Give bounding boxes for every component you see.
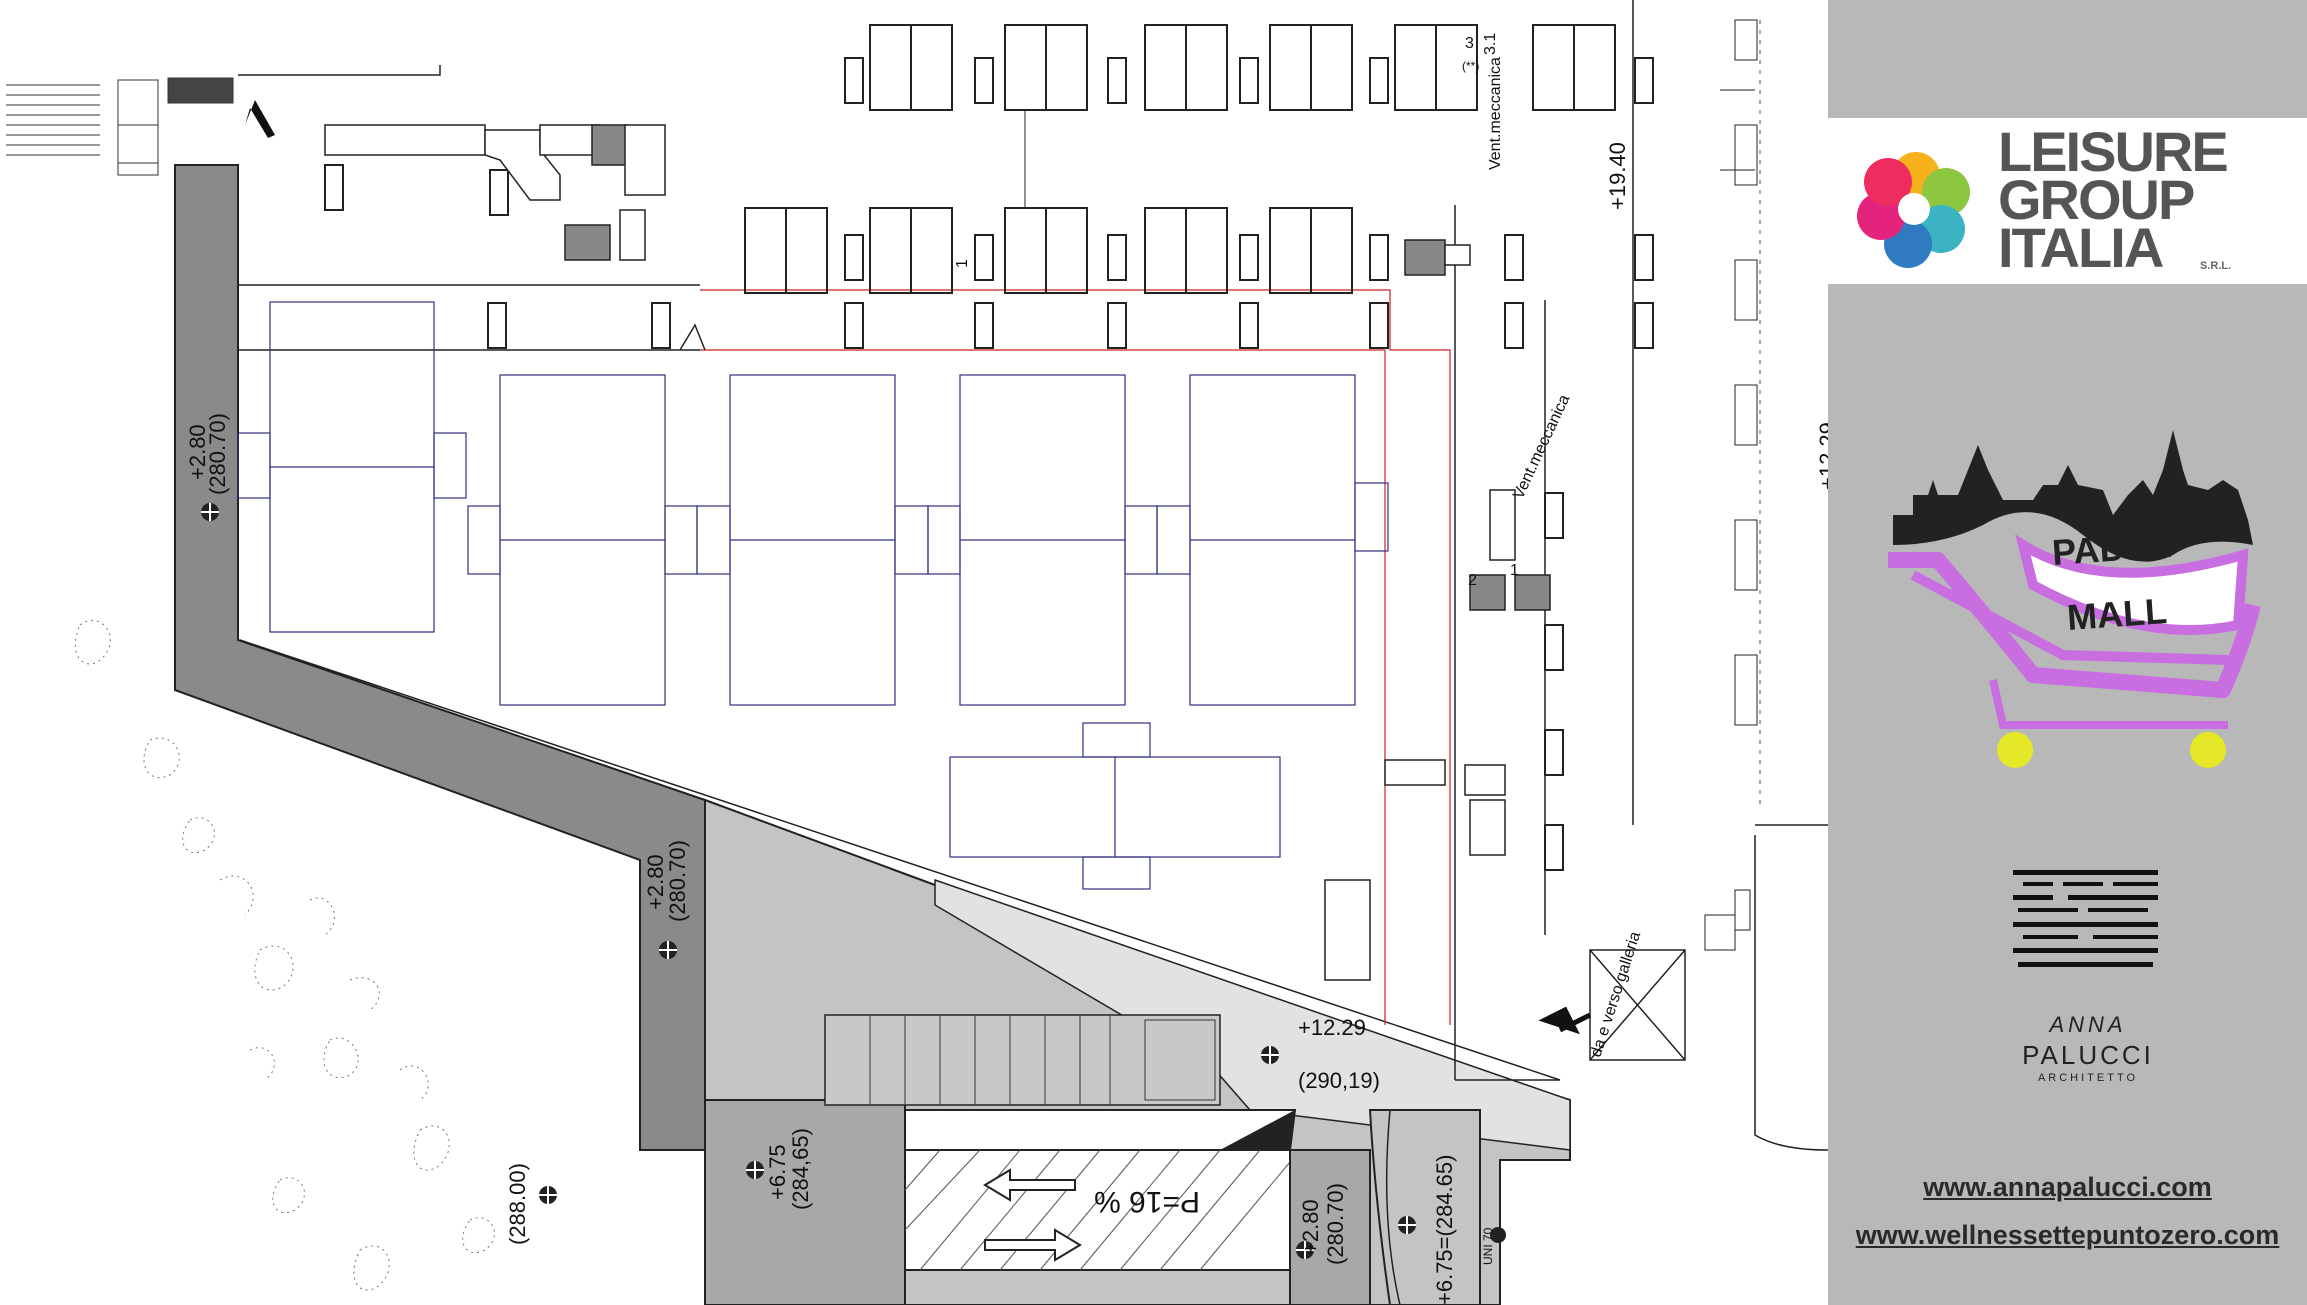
padel-courts bbox=[237, 301, 1389, 890]
leisure-text-line2: GROUP bbox=[1998, 168, 2195, 231]
perimeter-walkway bbox=[174, 164, 706, 1151]
sidebar-panel: LEISURE GROUP ITALIA S.R.L. PADEL MALL A… bbox=[1828, 0, 2307, 1305]
ramp-arrow-up bbox=[983, 1168, 1076, 1202]
label-slope: P=16 % bbox=[1094, 1185, 1200, 1218]
elevation-right-edge: +12.29 bbox=[1815, 422, 1828, 490]
padel-mall-logo: PADEL MALL bbox=[1888, 430, 2261, 768]
elevation-lower-left-abs: (284,65) bbox=[788, 1128, 813, 1210]
color-petals-icon bbox=[1857, 152, 1970, 268]
leisure-text-line3: ITALIA bbox=[1998, 216, 2164, 279]
ramp-arrow-down bbox=[984, 1228, 1082, 1262]
elevation-bottom-left: (288.00) bbox=[505, 1163, 530, 1245]
label-vent-mid: Vent.meccanica bbox=[1510, 392, 1573, 502]
elevation-lower-mid-abs: (280.70) bbox=[1323, 1183, 1348, 1265]
label-unit-mid-2: 1 bbox=[1510, 562, 1519, 579]
efc-units bbox=[324, 57, 1654, 871]
red-boundary bbox=[700, 289, 1451, 1025]
leisure-group-logo: LEISURE GROUP ITALIA S.R.L. bbox=[1828, 118, 2307, 284]
tennis-ball-left bbox=[1997, 732, 2033, 768]
elevation-left-upper-abs: (280.70) bbox=[205, 413, 230, 495]
padel-word: PADEL bbox=[2051, 524, 2173, 573]
label-note-mark: (**) bbox=[1462, 59, 1479, 73]
elevation-left-upper: +2.80 bbox=[185, 424, 210, 480]
elevation-left-mid-abs: (280.70) bbox=[665, 840, 690, 922]
architect-first-name: ANNA bbox=[2049, 1012, 2127, 1037]
lower-stair-box bbox=[1289, 1149, 1371, 1305]
right-equipment bbox=[1704, 19, 1758, 951]
mall-word: MALL bbox=[2066, 590, 2169, 638]
elevation-labels: +2.80 (280.70) +2.80 (280.70) (288.00) +… bbox=[185, 142, 1828, 1305]
architect-last-name: PALUCCI bbox=[2022, 1040, 2154, 1070]
palucci-mark-icon bbox=[2013, 870, 2158, 967]
entrance-arrow bbox=[245, 100, 275, 138]
elevation-lower-mid: +2.80 bbox=[1298, 1199, 1323, 1255]
elevation-lower-left: +6.75 bbox=[765, 1144, 790, 1200]
label-vent-top: Vent.meccanica bbox=[1487, 57, 1504, 170]
vegetation-texture bbox=[74, 619, 495, 1291]
stair-flight bbox=[824, 1014, 1221, 1106]
label-unit-mid-1: 2 bbox=[1468, 572, 1477, 589]
garage-block bbox=[704, 1099, 906, 1305]
stair-hatch-left bbox=[6, 77, 234, 176]
elevation-top-right: +19.40 bbox=[1605, 142, 1630, 210]
tennis-ball-right bbox=[2190, 732, 2226, 768]
label-unit-top-1: 3 bbox=[1465, 35, 1474, 52]
label-unit-small: 1 bbox=[954, 259, 971, 268]
parking-top bbox=[744, 24, 1616, 294]
elevation-left-mid: +2.80 bbox=[643, 854, 668, 910]
elevation-ramp-top: +12.29 bbox=[1298, 1015, 1366, 1040]
elevation-lower-right: +6.75=(284.65) bbox=[1432, 1155, 1457, 1305]
galleria-arrow bbox=[1538, 1006, 1592, 1035]
link-wellnessettepuntozero[interactable]: www.wellnessettepuntozero.com bbox=[1855, 1220, 2280, 1250]
elevation-ramp-top-abs: (290,19) bbox=[1298, 1068, 1380, 1093]
leisure-text-line1: LEISURE bbox=[1998, 120, 2229, 183]
link-annapalucci[interactable]: www.annapalucci.com bbox=[1923, 1172, 2212, 1202]
ramp-lane bbox=[904, 1149, 1306, 1271]
floor-plan: +2.80 (280.70) +2.80 (280.70) (288.00) +… bbox=[6, 0, 1828, 1305]
label-unit-code: UNI 70 bbox=[1481, 1227, 1495, 1265]
architect-title: ARCHITETTO bbox=[2037, 1072, 2139, 1084]
leisure-suffix: S.R.L. bbox=[2200, 260, 2232, 272]
city-skyline bbox=[1893, 430, 2253, 562]
label-unit-top-2: 3.1 bbox=[1482, 33, 1499, 55]
mechanical-ducts bbox=[324, 124, 1686, 1061]
